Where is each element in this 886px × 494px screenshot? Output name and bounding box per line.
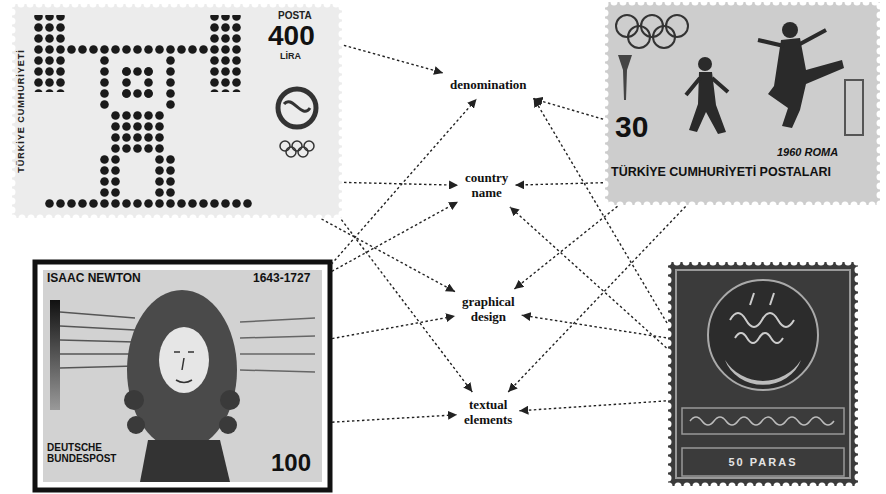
stamp-ground — [43, 270, 322, 482]
calligraphy — [730, 293, 794, 343]
arrow-connector — [341, 220, 472, 392]
arm — [165, 55, 176, 110]
seoul-swirl — [284, 102, 310, 112]
head — [143, 66, 154, 99]
athlete-head — [782, 22, 798, 38]
arrow-connector — [332, 202, 458, 272]
athlete-arms — [686, 78, 728, 95]
perforation — [605, 2, 880, 205]
stamp-text: ISAAC NEWTON — [47, 272, 141, 285]
spectrum — [50, 300, 60, 410]
arrow-connector — [534, 98, 667, 323]
face-features — [174, 352, 194, 383]
seoul-emblem — [278, 89, 316, 127]
face — [159, 327, 209, 393]
arrow-connector — [515, 183, 603, 185]
stamp-text: 50 PARAS — [668, 456, 858, 468]
stamp-newton — [35, 262, 330, 490]
weightlifter-dots — [33, 15, 253, 209]
pillar — [845, 80, 863, 135]
light-rays — [240, 318, 315, 372]
stamp-text: POSTA — [278, 10, 312, 21]
light-rays — [60, 312, 135, 368]
category-label: denomination — [447, 76, 530, 95]
arrow-connector — [510, 207, 667, 348]
stamp-text: 1643-1727 — [253, 272, 310, 285]
athlete — [689, 72, 726, 134]
leg — [154, 154, 176, 198]
bar — [66, 44, 209, 55]
script-ornament — [690, 417, 834, 425]
crescent — [725, 360, 801, 385]
stamp-ground — [12, 4, 342, 218]
arrow-connector — [508, 206, 685, 392]
label-text: country name — [465, 171, 508, 201]
postage-stamp: ISAAC NEWTON 1643-1727DEUTSCHE BUNDESPOST… — [35, 262, 330, 490]
stamp-text: TÜRKİYE CUMHURİYETİ POSTALARI — [611, 166, 831, 180]
medallion — [708, 280, 818, 390]
plate — [209, 15, 242, 92]
torso — [110, 110, 165, 154]
stamp-text: 100 — [271, 450, 311, 476]
stamp-roma — [605, 2, 880, 205]
stamp-ground — [605, 2, 880, 205]
perforation — [12, 4, 342, 218]
arm — [99, 55, 110, 110]
athlete-arms — [758, 30, 826, 46]
script-band — [682, 408, 844, 434]
plate — [33, 15, 66, 92]
arrow-connector — [519, 401, 666, 411]
postage-stamp: 50 PARAS — [668, 262, 858, 486]
stamp-text: 1960 ROMA — [777, 146, 838, 158]
wig — [127, 290, 237, 450]
stamp-ground — [668, 262, 858, 486]
head — [121, 66, 132, 99]
torch — [618, 55, 632, 100]
postage-stamp: TÜRKİYE CUMHURİYETİ POSTA400LİRA — [12, 4, 342, 218]
stamp-text: TÜRKİYE CUMHURİYETİ — [17, 49, 27, 173]
arrow-connector — [514, 206, 617, 289]
arrow-connector — [331, 99, 476, 264]
category-label: country name — [462, 169, 511, 203]
stamp-text: DEUTSCHE BUNDESPOST — [47, 442, 127, 464]
stamp-frame — [35, 262, 330, 490]
stamp-frame — [676, 270, 850, 478]
label-text: denomination — [450, 78, 527, 93]
label-text: textual elements — [464, 398, 512, 428]
floor — [44, 198, 253, 209]
stamp-text: LİRA — [280, 52, 301, 62]
perforation — [668, 262, 858, 486]
athlete-head — [698, 57, 712, 71]
stamp-text: 30 — [615, 110, 648, 143]
stamp-ottoman — [668, 262, 858, 486]
postage-stamp: 30 1960 ROMA TÜRKİYE CUMHURİYETİ POSTALARI — [605, 2, 880, 205]
arrow-connector — [344, 45, 443, 73]
coat — [140, 440, 230, 482]
athlete — [768, 38, 844, 128]
arrow-connector — [332, 415, 457, 422]
stamp-seoul — [12, 4, 342, 218]
arrow-connector — [332, 316, 455, 339]
category-label: graphical design — [459, 293, 518, 327]
wig-curls — [124, 390, 240, 434]
leg — [99, 154, 121, 198]
stamp-text: 400 — [268, 21, 315, 52]
category-label: textual elements — [461, 396, 515, 430]
olympic-rings — [280, 141, 314, 157]
arrow-connector — [522, 315, 666, 338]
olympic-rings — [616, 15, 688, 48]
label-text: graphical design — [462, 295, 515, 325]
